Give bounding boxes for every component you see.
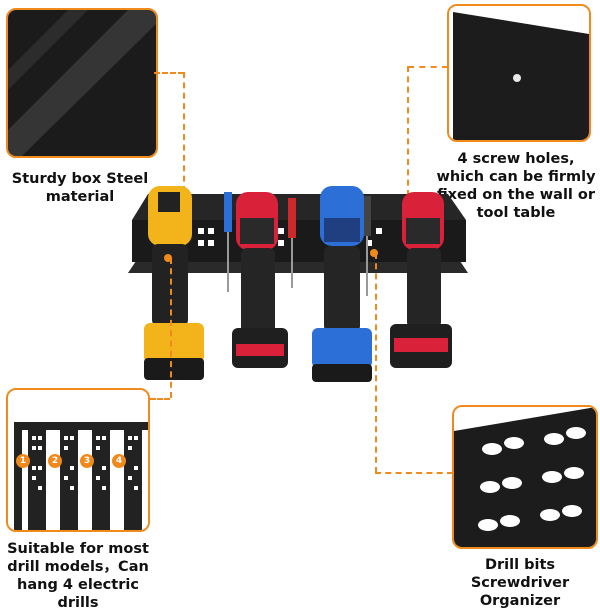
drill-rack-product-image	[128, 186, 468, 382]
screw-hole-image	[449, 6, 589, 140]
drill-blue	[312, 186, 372, 382]
bit-organizer-caption: Drill bits Screwdriver Organizer	[470, 557, 570, 609]
steel-material-callout	[6, 8, 158, 158]
screw-hole-icon	[513, 74, 521, 82]
slot-panel-callout: 1 2 3 4	[6, 388, 150, 532]
slot-panel-caption: Suitable for most drill models，Can hang …	[7, 541, 149, 611]
slot-number-2: 2	[48, 454, 62, 468]
bit-holes-image	[454, 407, 596, 547]
steel-texture-image	[8, 10, 156, 156]
screw-holes-caption: 4 screw holes, which can be firmly fixed…	[436, 151, 596, 221]
steel-material-caption: Sturdy box Steel material	[11, 171, 149, 205]
slot-number-4: 4	[112, 454, 126, 468]
bit-organizer-callout	[452, 405, 598, 549]
slot-number-1: 1	[16, 454, 30, 468]
drill-red-2	[390, 192, 452, 368]
drill-red-1	[232, 192, 288, 368]
screw-holes-callout	[447, 4, 591, 142]
slot-number-3: 3	[80, 454, 94, 468]
